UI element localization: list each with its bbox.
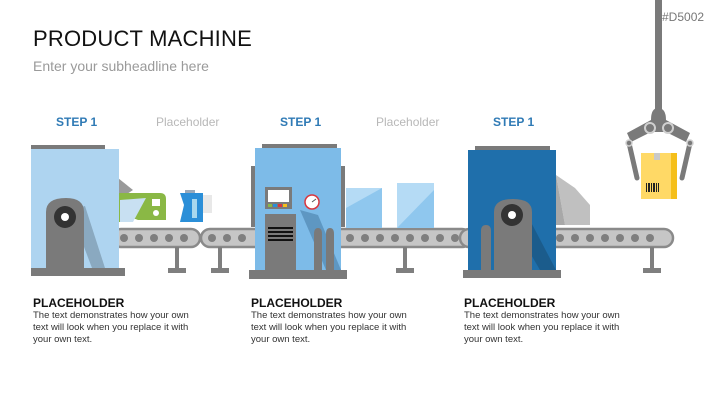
robotic-arm-icon — [625, 0, 694, 181]
placeholder-label-1: Placeholder — [156, 115, 220, 129]
product-block-1-icon — [346, 188, 382, 228]
page-subtitle: Enter your subheadline here — [33, 58, 209, 74]
description-block-3: PLACEHOLDER The text demonstrates how yo… — [464, 296, 624, 346]
machine-3-icon — [463, 146, 590, 278]
description-body: The text demonstrates how your own text … — [251, 310, 407, 345]
description-block-1: PLACEHOLDER The text demonstrates how yo… — [33, 296, 193, 346]
page-title: PRODUCT MACHINE — [33, 26, 252, 51]
placeholder-label-2: Placeholder — [376, 115, 440, 129]
step-label-3: STEP 1 — [493, 115, 535, 129]
description-title: PLACEHOLDER — [464, 296, 556, 310]
description-block-2: PLACEHOLDER The text demonstrates how yo… — [251, 296, 411, 346]
sewing-machine-product-icon — [119, 193, 166, 222]
description-title: PLACEHOLDER — [33, 296, 125, 310]
machine-2-icon — [249, 144, 347, 279]
step-label-2: STEP 1 — [280, 115, 322, 129]
conveyor-belt-1 — [110, 227, 202, 273]
description-body: The text demonstrates how your own text … — [464, 310, 620, 345]
machine-1-icon — [31, 145, 133, 276]
description-body: The text demonstrates how your own text … — [33, 310, 189, 345]
slide-code: #D5002 — [662, 10, 705, 24]
product-block-2-icon — [397, 183, 434, 228]
kettle-product-icon — [180, 190, 212, 222]
step-label-1: STEP 1 — [56, 115, 98, 129]
description-title: PLACEHOLDER — [251, 296, 343, 310]
package-box-icon — [641, 153, 677, 199]
